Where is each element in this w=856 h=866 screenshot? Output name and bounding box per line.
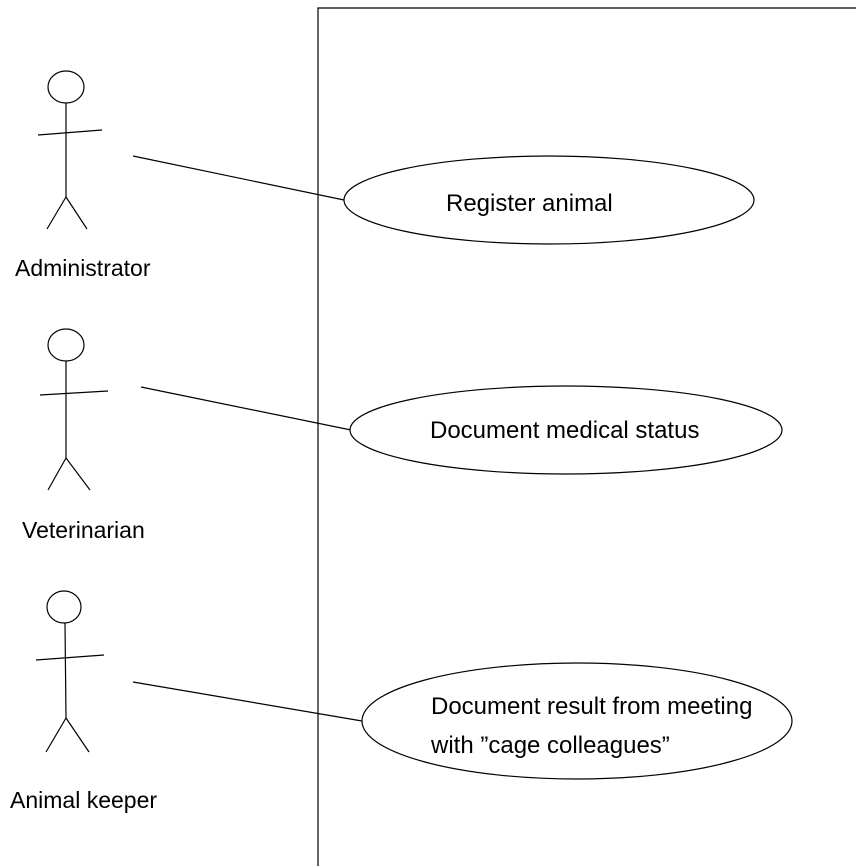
actor-right-leg <box>65 196 88 230</box>
actor-administrator: Administrator <box>15 70 151 281</box>
actor-veterinarian: Veterinarian <box>22 328 145 543</box>
actor-left-leg <box>45 717 67 753</box>
actor-arms <box>39 390 109 396</box>
actor-label: Administrator <box>15 255 151 281</box>
actor-label: Veterinarian <box>22 517 145 543</box>
actor-right-leg <box>65 717 90 753</box>
actor-label: Animal keeper <box>10 787 157 813</box>
system-boundary <box>317 7 856 866</box>
association-line <box>132 681 363 722</box>
use-case-label: Register animal <box>446 190 613 217</box>
association-line <box>140 386 352 431</box>
actor-head <box>47 328 85 362</box>
actor-head <box>46 590 82 624</box>
actor-arms <box>37 129 103 136</box>
use-case-register-animal: Register animal <box>343 155 755 245</box>
use-case-label-line-2: with ”cage colleagues” <box>430 732 670 759</box>
actor-body <box>64 622 67 719</box>
actor-left-leg <box>47 457 67 491</box>
actor-arms <box>35 654 105 661</box>
use-case-document-meeting-result: Document result from meeting with ”cage … <box>361 662 793 780</box>
actor-left-leg <box>46 196 67 230</box>
actor-animal-keeper: Animal keeper <box>10 590 157 813</box>
use-case-ellipse <box>349 385 783 475</box>
use-case-document-medical-status: Document medical status <box>349 385 783 475</box>
use-case-ellipse <box>343 155 755 245</box>
association-line <box>132 155 345 201</box>
use-case-label: Document medical status <box>430 417 699 444</box>
use-case-label-line-1: Document result from meeting <box>431 693 752 720</box>
actor-head <box>47 70 85 104</box>
actor-right-leg <box>65 457 91 491</box>
use-case-ellipse <box>361 662 793 780</box>
